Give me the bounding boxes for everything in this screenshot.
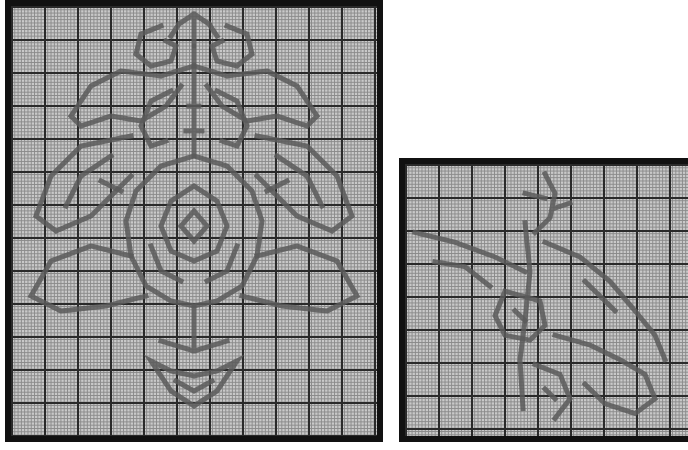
top-sprig [525,174,570,233]
lower-left-wing [31,246,146,311]
bottom-spade-inner [176,381,212,391]
inner-left-curl [141,91,171,146]
lower-right-wing [242,246,357,311]
medallion-inner-motif [161,186,227,261]
left-branch [415,232,525,286]
right-wing [257,136,352,231]
crown-stem [171,14,217,46]
center-spine [186,46,202,156]
crown-left-scroll [136,26,176,66]
upper-left-leaf [71,66,194,126]
corner-floral-motif [405,164,688,436]
crown-right-scroll [212,26,252,66]
left-wing-inner [66,156,121,206]
small-pattern-chart [399,158,688,442]
left-wing [36,136,131,231]
bottom-curl [535,365,570,419]
lower-flower [495,291,545,340]
large-pattern-chart [5,0,383,442]
right-wing-inner [267,156,322,206]
central-medallion [126,156,262,306]
upper-right-leaf [194,66,317,126]
symmetric-floral-motif [11,6,377,436]
inner-right-curl [217,91,247,146]
right-leaf [545,242,665,359]
